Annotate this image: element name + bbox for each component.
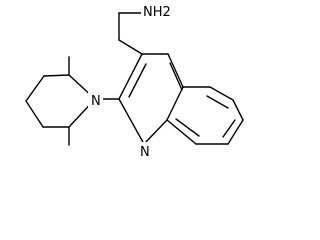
bond-n1-c2 (118, 98, 145, 145)
quinoline-nitrogen-label: N (140, 145, 150, 160)
bond-c4a-c8a (166, 86, 184, 121)
bond-c7-c8 (227, 119, 244, 145)
aminomethyl-group (118, 12, 143, 55)
bond-c2-c3-quin-inner (128, 63, 147, 98)
piperidine-ring (25, 56, 96, 146)
bond-c7-c8-inner (222, 119, 236, 138)
bond-c2-c3 (43, 74, 70, 77)
bond-c8b-c8a-inner (175, 118, 200, 137)
quinoline-n-label-background (137, 142, 152, 160)
quinoline-pyridine-ring (118, 53, 184, 145)
quinoline-benzene-ring (166, 86, 244, 145)
piperidine-nitrogen-label: N (91, 94, 101, 109)
bond-c4-c4a-inner (169, 62, 183, 91)
bond-c8a-n1 (143, 119, 168, 145)
bond-c3-c4 (25, 75, 45, 102)
amine-label: NH2 (143, 5, 171, 20)
bond-c8b-c8a (166, 119, 197, 145)
bond-c5-c6-inner (206, 95, 229, 109)
bond-c6-c7 (232, 99, 244, 121)
piperidine-n-label-background (88, 91, 103, 109)
molecule-structure-diagram: NH2 N N (25, 0, 244, 160)
amine-label-background (141, 0, 171, 20)
bond-c4-c4a (167, 53, 184, 88)
bond-ch2-ring (118, 39, 143, 55)
bond-c2-c3-quin (118, 53, 143, 100)
bond-c5-c6 (209, 86, 234, 101)
bond-c4-c5 (25, 100, 44, 128)
